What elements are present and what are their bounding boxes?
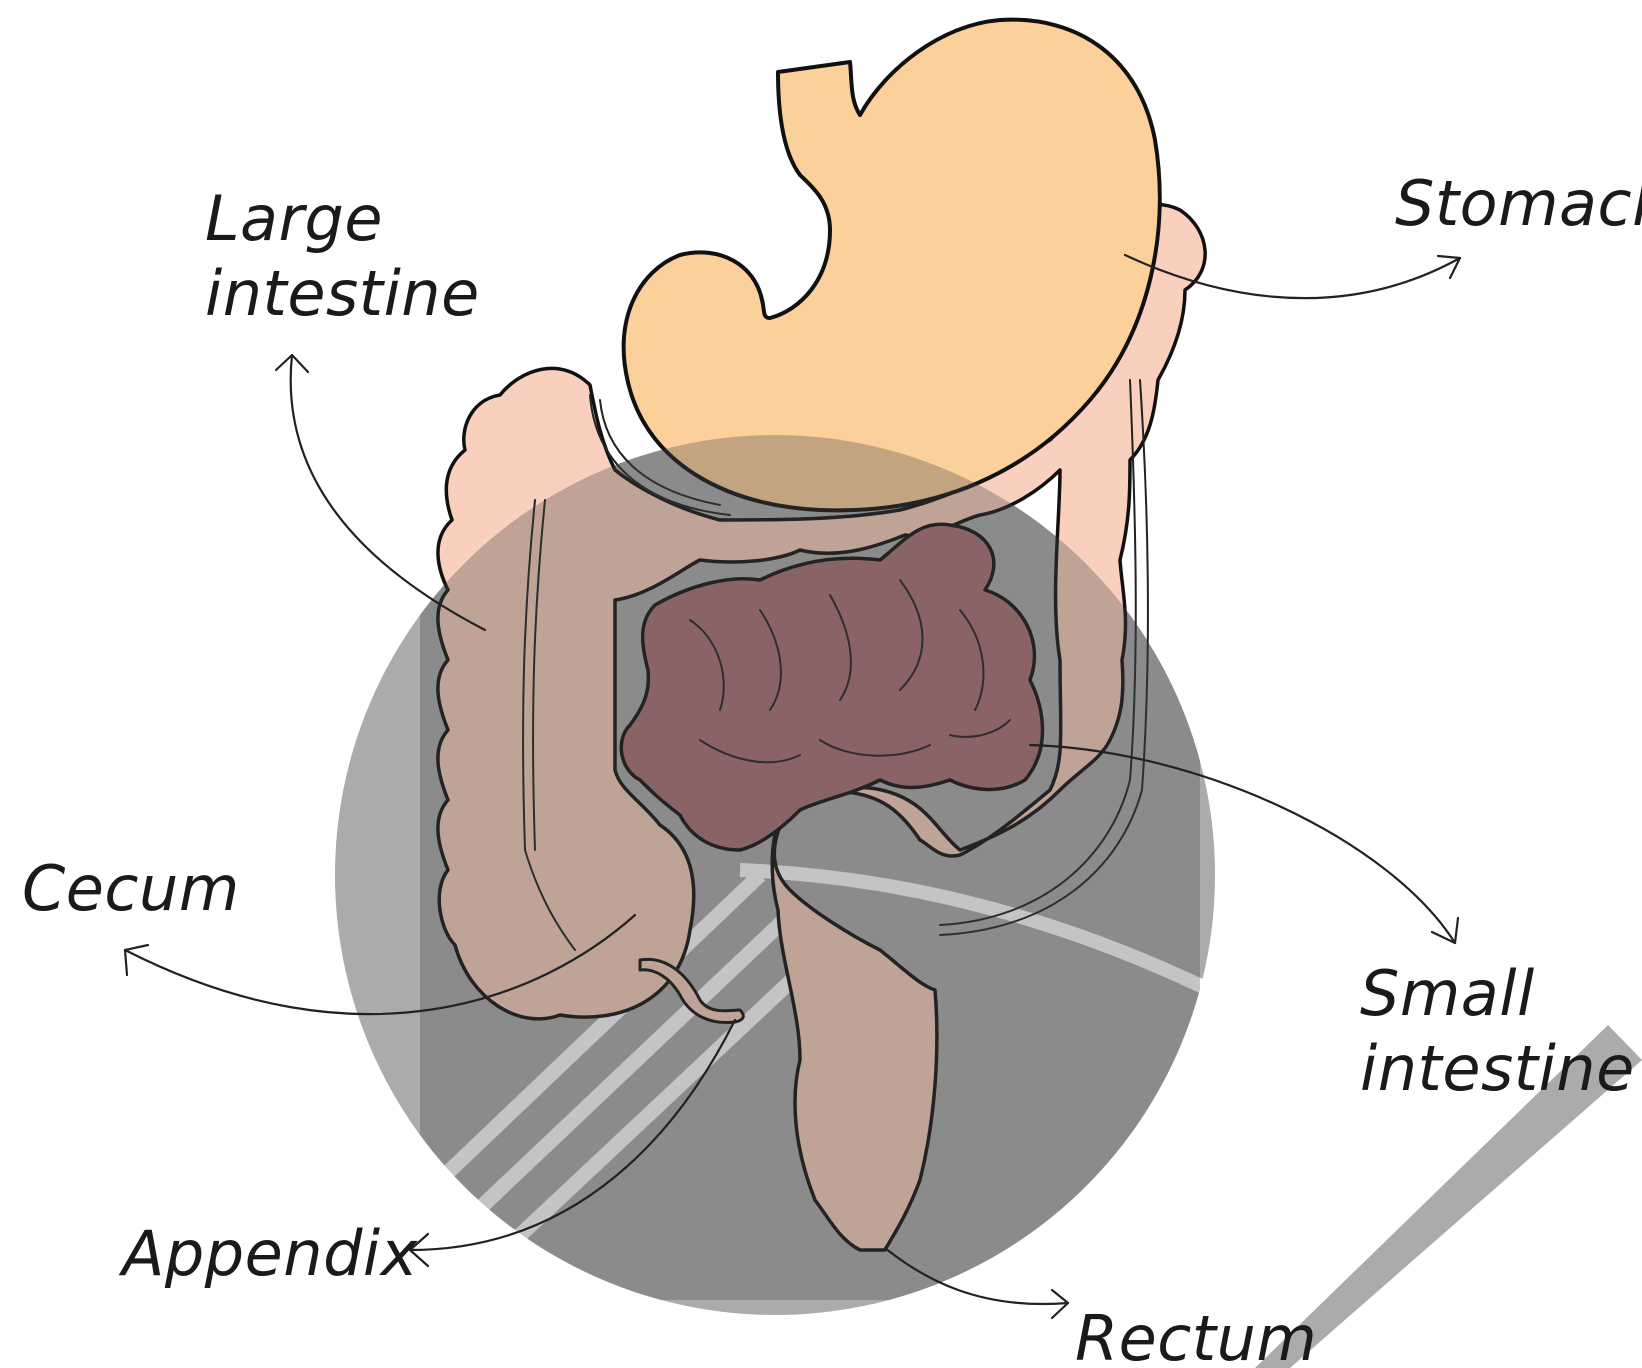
label-small-intestine-line2: intestine [1360, 1032, 1635, 1105]
label-stomach: Stomach [1395, 167, 1642, 240]
label-rectum: Rectum [1075, 1302, 1317, 1368]
label-small-intestine-line1: Small [1360, 957, 1535, 1030]
label-cecum: Cecum [22, 852, 240, 925]
small-intestine-arrowhead [1432, 918, 1458, 943]
label-appendix: Appendix [118, 1217, 419, 1290]
label-large-intestine-line2: intestine [205, 257, 480, 330]
label-large-intestine-line1: Large [205, 182, 383, 255]
